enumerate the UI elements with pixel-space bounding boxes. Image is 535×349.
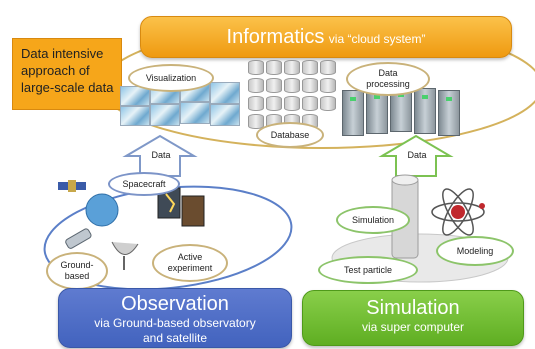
modeling-label: Modeling xyxy=(436,236,514,266)
ground-line-2: based xyxy=(64,271,90,281)
active-experiment-text: Active experiment xyxy=(168,252,213,274)
informatics-title: Informatics xyxy=(226,26,325,48)
data-arrow-right xyxy=(378,134,454,177)
radar-dish-icon xyxy=(111,241,139,270)
database-cylinders xyxy=(248,60,344,129)
right-data-label: Data xyxy=(407,150,427,160)
data-processing-line-2: processing xyxy=(366,79,410,89)
database-text: Database xyxy=(270,129,310,140)
data-processing-line-1: Data xyxy=(378,68,398,78)
callout-line-1: Data intensive xyxy=(21,46,104,61)
data-processing-label: Data processing xyxy=(346,62,430,96)
database-label: Database xyxy=(256,122,324,148)
telescope-icon xyxy=(65,228,92,249)
simulation-text: Simulation xyxy=(351,214,395,225)
active-experiment-label: Active experiment xyxy=(152,244,228,282)
ground-based-text: Ground- based xyxy=(60,260,93,282)
ground-based-label: Ground- based xyxy=(46,252,108,290)
simulation-subtitle: via super computer xyxy=(361,320,465,334)
left-data-label: Data xyxy=(151,150,171,160)
active-line-2: experiment xyxy=(167,263,213,273)
informatics-subtitle: via “cloud system” xyxy=(328,32,426,46)
simulation-banner: Simulation via super computer xyxy=(302,290,524,346)
simulation-label: Simulation xyxy=(336,206,410,234)
observation-subtitle-2: and satellite xyxy=(142,331,208,345)
observation-subtitle-1: via Ground-based observatory xyxy=(94,316,256,330)
ground-line-1: Ground- xyxy=(60,260,94,270)
informatics-banner: Informatics via “cloud system” xyxy=(140,16,512,58)
atom-icon xyxy=(431,188,485,236)
observation-banner: Observation via Ground-based observatory… xyxy=(58,288,292,348)
active-line-1: Active xyxy=(177,252,203,262)
callout-line-2: approach of xyxy=(21,63,90,78)
visualization-label: Visualization xyxy=(128,64,214,92)
data-arrow-left xyxy=(122,134,198,177)
visualization-text: Visualization xyxy=(145,72,197,83)
modeling-text: Modeling xyxy=(456,245,494,256)
test-particle-text: Test particle xyxy=(343,264,393,275)
spacecraft-text: Spacecraft xyxy=(122,178,166,189)
simulation-title: Simulation xyxy=(366,297,460,319)
spacecraft-label: Spacecraft xyxy=(108,172,180,196)
experiment-photo-2 xyxy=(181,195,205,227)
callout-line-3: large-scale data xyxy=(21,80,114,95)
data-intensive-callout: Data intensive approach of large-scale d… xyxy=(12,38,122,110)
satellite-icon xyxy=(58,180,86,192)
test-particle-label: Test particle xyxy=(318,256,418,284)
observation-title: Observation xyxy=(121,293,229,315)
globe-icon xyxy=(85,193,119,227)
data-processing-text: Data processing xyxy=(366,68,410,90)
